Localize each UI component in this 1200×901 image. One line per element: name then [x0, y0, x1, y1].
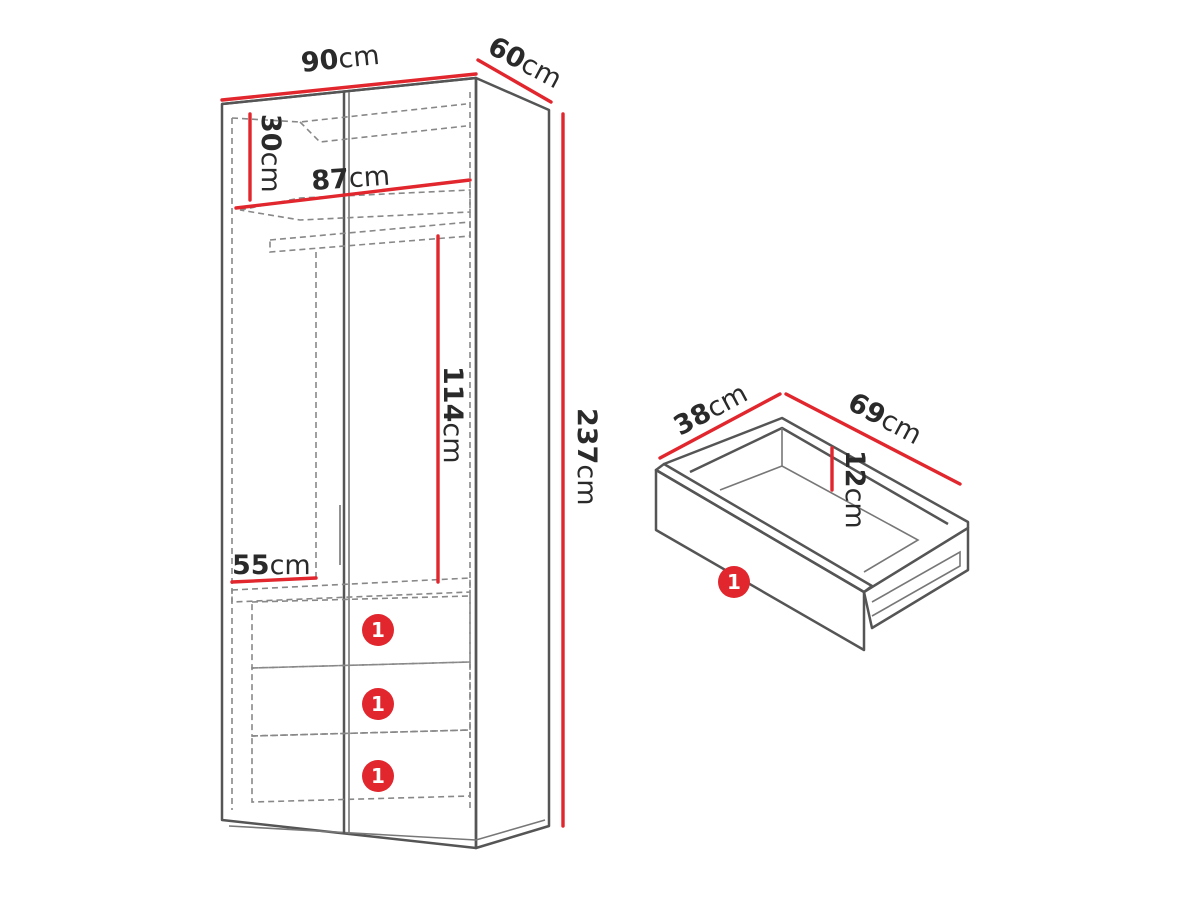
top-compartment-back: [299, 121, 467, 143]
hanging-rail: [269, 221, 471, 253]
depth-dimension-line: [476, 58, 553, 104]
drawer-runner: [871, 550, 961, 617]
lower-depth-dimension-line: [230, 576, 318, 584]
drawer-inner-bottom: [719, 465, 920, 573]
wardrobe-side: [474, 76, 551, 850]
drawer-marker-3: 1: [362, 760, 394, 792]
drawer-width-dimension-line: [658, 392, 782, 460]
svg-text:1: 1: [727, 570, 741, 594]
drawer-slot-3: [251, 729, 471, 803]
lower-depth-label: 55cm: [232, 550, 311, 581]
width-dimension-line: [220, 72, 478, 102]
drawer-drawing: [654, 416, 970, 652]
height-label: 237cm: [571, 408, 602, 506]
svg-text:1: 1: [371, 692, 385, 716]
hanging-height-label: 114cm: [437, 366, 468, 464]
drawer-height-label: 12cm: [839, 450, 870, 529]
width-label: 90cm: [299, 40, 381, 79]
drawer-length-dimension-line: [784, 392, 962, 486]
svg-text:1: 1: [371, 618, 385, 642]
drawer-front: [654, 468, 866, 652]
wardrobe-plinth: [228, 819, 546, 841]
shelf-width-dimension-line: [234, 178, 472, 210]
top-compartment-label: 30cm: [255, 114, 286, 193]
drawer-marker-2: 1: [362, 688, 394, 720]
svg-text:1: 1: [371, 764, 385, 788]
wardrobe-dimensions: [220, 58, 565, 828]
wardrobe-top-edge: [221, 76, 477, 106]
drawer-slot-2: [251, 661, 471, 737]
drawer-slot-1: [251, 595, 471, 669]
wardrobe-drawing: [220, 76, 551, 850]
drawer-marker-detail: 1: [718, 566, 750, 598]
shelf-width-label: 87cm: [310, 161, 391, 197]
top-inner-edge: [231, 103, 467, 123]
lower-shelf: [231, 577, 471, 603]
drawer-back-top: [663, 416, 970, 528]
drawer-right-side: [862, 526, 970, 630]
drawer-length-label: 69cm: [843, 387, 927, 451]
drawer-dimensions: [658, 392, 962, 492]
drawer-marker-1: 1: [362, 614, 394, 646]
